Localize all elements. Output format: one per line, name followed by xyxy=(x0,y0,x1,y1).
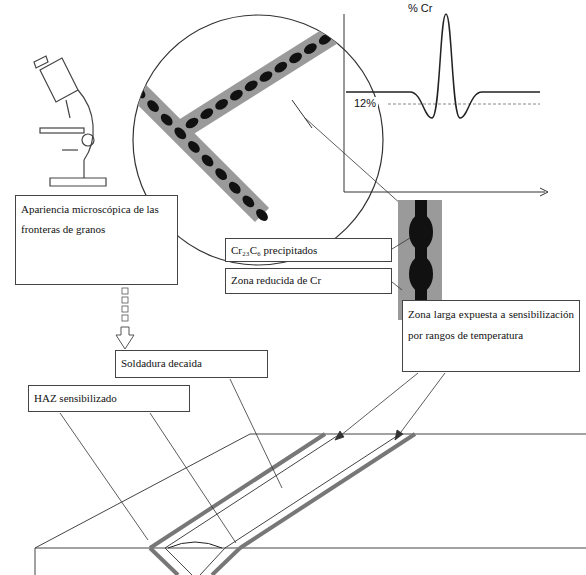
hollow-arrow xyxy=(116,288,134,349)
chart-label: 12% xyxy=(352,97,378,109)
box-text: HAZ sensibilizado xyxy=(34,389,184,407)
text-box: HAZ sensibilizado xyxy=(28,385,190,412)
grain-boundaries xyxy=(77,22,348,223)
haz-zone xyxy=(150,434,415,575)
welded-plate xyxy=(35,434,586,575)
text-box: Zona larga expuesta a sensibilización po… xyxy=(402,300,580,372)
leader-line xyxy=(392,238,410,249)
box-text: Cr₂₃C₆ precipitados xyxy=(231,242,386,258)
section-mark xyxy=(292,100,312,128)
text-box: Soldadura decaida xyxy=(115,350,268,378)
box-text: Apariencia microscópica de las fronteras… xyxy=(21,199,172,239)
leader-line xyxy=(392,282,402,290)
box-text: Zona larga expuesta a sensibilización po… xyxy=(408,304,574,346)
text-box: Apariencia microscópica de las fronteras… xyxy=(15,195,178,285)
text-box: Cr₂₃C₆ precipitados xyxy=(225,238,392,262)
text-box: Zona reducida de Cr xyxy=(225,268,392,294)
chart-label: % Cr xyxy=(406,2,434,14)
box-text: Zona reducida de Cr xyxy=(231,272,386,288)
box-text: Soldadura decaida xyxy=(121,354,262,372)
microscope xyxy=(34,56,106,186)
cr-profile-chart xyxy=(344,14,548,196)
